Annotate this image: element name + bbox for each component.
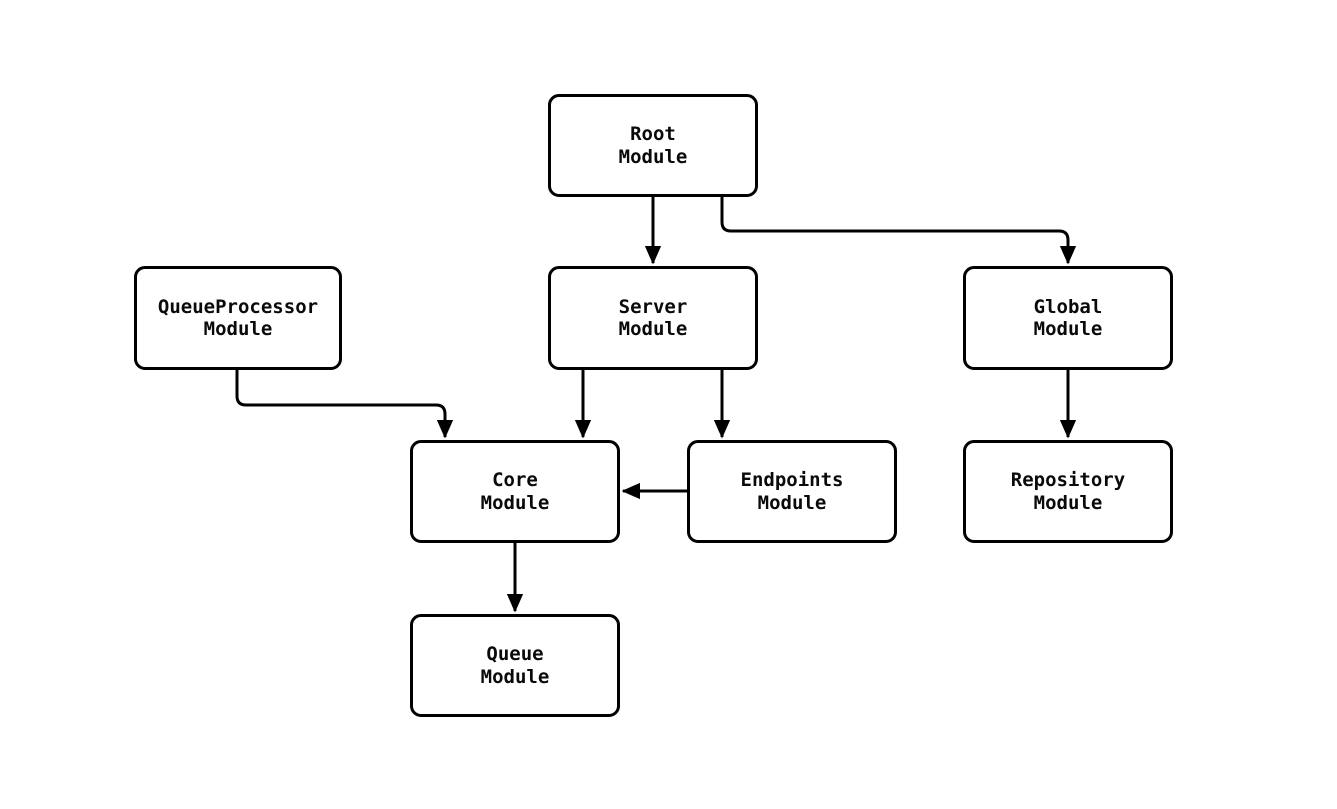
node-endpoints-module[interactable]: Endpoints Module (687, 440, 897, 543)
node-global-module-label: Global Module (1033, 295, 1103, 340)
edge-root-global (720, 197, 1077, 265)
node-queueprocessor-module[interactable]: QueueProcessor Module (134, 266, 342, 370)
node-endpoints-module-label: Endpoints Module (740, 469, 844, 514)
node-core-module[interactable]: Core Module (410, 440, 620, 543)
node-repository-module-label: Repository Module (1010, 469, 1126, 514)
node-core-module-label: Core Module (480, 469, 550, 514)
node-server-module[interactable]: Server Module (548, 266, 758, 370)
node-repository-module[interactable]: Repository Module (963, 440, 1173, 543)
node-root-module-label: Root Module (618, 123, 688, 168)
node-queueprocessor-module-label: QueueProcessor Module (157, 295, 319, 340)
node-global-module[interactable]: Global Module (963, 266, 1173, 370)
node-root-module[interactable]: Root Module (548, 94, 758, 197)
edge-queueprocessor-core (235, 370, 454, 439)
node-queue-module-label: Queue Module (480, 643, 550, 688)
node-queue-module[interactable]: Queue Module (410, 614, 620, 717)
node-server-module-label: Server Module (618, 295, 688, 340)
